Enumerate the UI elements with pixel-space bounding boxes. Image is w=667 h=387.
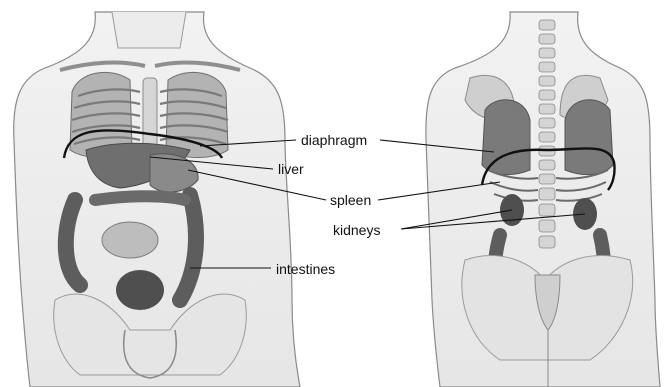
back-left-kidney: [500, 194, 524, 226]
back-spine: [539, 20, 555, 248]
label-kidneys: kidneys: [333, 222, 380, 238]
back-torso: [426, 12, 660, 387]
label-spleen: spleen: [330, 192, 371, 208]
label-diaphragm: diaphragm: [301, 132, 367, 148]
front-torso: [14, 12, 300, 387]
label-intestines: intestines: [276, 261, 335, 277]
label-liver: liver: [278, 161, 304, 177]
